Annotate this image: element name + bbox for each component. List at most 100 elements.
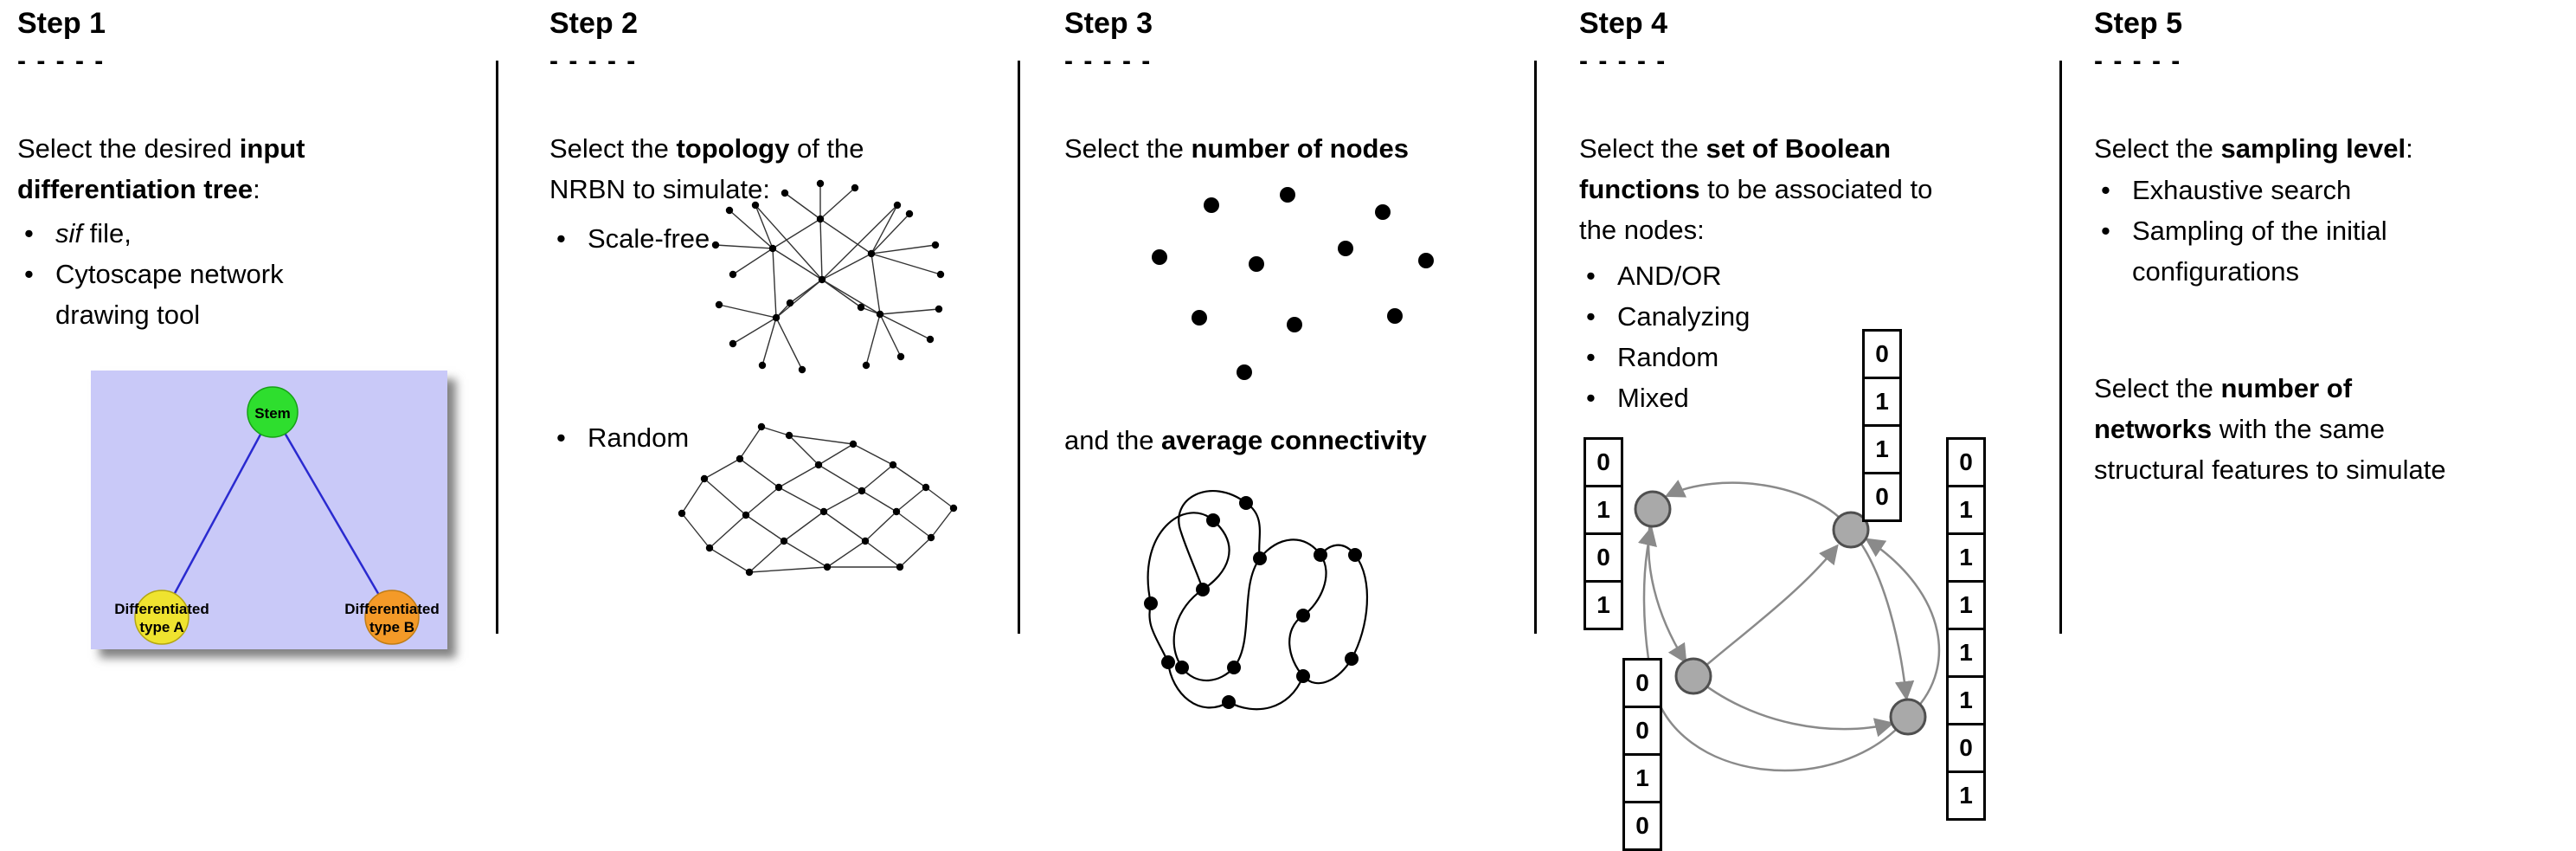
text-segment: number of nodes — [1191, 133, 1409, 164]
network-node — [705, 544, 714, 552]
truth-table-cell: 1 — [1946, 628, 1986, 678]
network-node — [816, 179, 825, 188]
network-edge — [861, 490, 897, 513]
network-node — [814, 461, 823, 469]
network-node — [678, 509, 686, 518]
network-edge — [715, 244, 774, 249]
network-edge — [823, 490, 863, 513]
text-segment: Exhaustive search — [2132, 175, 2352, 205]
text-segment: Select the — [2094, 133, 2221, 164]
truth-table-cell: 0 — [1946, 723, 1986, 773]
truth-table-cell: 0 — [1622, 706, 1662, 756]
network-node — [818, 275, 826, 284]
network-node — [1144, 596, 1158, 610]
column-divider — [496, 61, 498, 634]
bullet-marker: • — [556, 422, 566, 453]
text-segment: Select the — [2094, 373, 2221, 403]
network-edge — [870, 213, 910, 255]
network-edge — [745, 514, 785, 542]
step-2-title: Step 2 — [549, 7, 639, 40]
network-edge — [819, 187, 856, 220]
graph-edge — [1693, 544, 1839, 677]
step-4-lead: Select the set of Boolean functions to b… — [1579, 128, 2055, 250]
bullet-text: Sampling of the initial configurations — [2132, 210, 2387, 292]
text-segment: input differentiation tree — [17, 133, 305, 204]
bullet-marker: • — [1586, 342, 1596, 372]
network-node — [774, 483, 783, 492]
network-edge — [718, 304, 777, 319]
network-node — [1192, 310, 1207, 326]
bullet-marker: • — [2101, 216, 2110, 246]
network-node — [927, 533, 935, 542]
network-node — [1161, 655, 1175, 669]
network-edge — [775, 279, 823, 319]
text-segment: Random — [1617, 342, 1719, 372]
network-edge — [896, 511, 932, 538]
network-edge — [761, 426, 790, 436]
bullet-item: • AND/OR — [1579, 255, 1856, 296]
text-segment: Select the — [1579, 133, 1706, 164]
bullet-marker: • — [1586, 261, 1596, 291]
text-segment: AND/OR — [1617, 261, 1722, 291]
step-5-bullets: • Exhaustive search • Sampling of the in… — [2094, 170, 2566, 292]
network-node — [1387, 308, 1403, 324]
network-node — [786, 299, 794, 307]
truth-table-cell: 1 — [1862, 377, 1902, 427]
truth-table-cell: 1 — [1584, 485, 1623, 535]
network-node — [781, 189, 789, 197]
network-edge — [703, 458, 741, 480]
network-node — [819, 507, 828, 516]
network-node — [949, 504, 958, 513]
truth-table-cell: 1 — [1862, 424, 1902, 474]
network-node — [849, 440, 858, 448]
text-segment: topology — [676, 133, 790, 164]
step-1-title: Step 1 — [17, 7, 106, 40]
step-1-bullets: • sif file, • Cytoscape network drawing … — [17, 213, 485, 335]
network-node — [1314, 548, 1327, 562]
network-node — [1287, 317, 1302, 332]
graph-node — [1832, 511, 1870, 549]
network-edge — [783, 540, 828, 568]
text-segment: average connectivity — [1161, 425, 1427, 455]
network-node — [758, 361, 767, 370]
nodes-scatter-figure — [1152, 187, 1434, 380]
step-2-lead: Select the topology of the NRBN to simul… — [549, 128, 1017, 210]
step-1-dashes: - - - - - — [17, 47, 106, 75]
network-node — [1204, 197, 1219, 213]
bullet-text: Random — [1617, 337, 1718, 377]
network-edge — [818, 443, 854, 466]
step-4-bullets: • AND/OR • Canalyzing • Random • Mixed — [1579, 255, 1856, 418]
scale-free-network-figure — [711, 179, 945, 374]
differentiation-tree-figure: Stem Differentiated type A Differentiate… — [91, 371, 447, 649]
bullet-item: • Sampling of the initial configurations — [2094, 210, 2566, 292]
text-segment: sampling level — [2220, 133, 2406, 164]
step-3-dashes: - - - - - — [1064, 47, 1153, 75]
bullet-marker: • — [2101, 175, 2110, 205]
network-node — [1418, 253, 1434, 268]
network-node — [798, 365, 806, 374]
network-edge — [761, 317, 777, 366]
step-4-dashes: - - - - - — [1579, 47, 1667, 75]
network-edge — [819, 218, 872, 255]
network-node — [857, 303, 865, 312]
truth-table-cell: 1 — [1946, 580, 1986, 630]
network-edge — [739, 426, 762, 460]
bullet-text: Scale-free — [588, 218, 710, 259]
step-5-dashes: - - - - - — [2094, 47, 2182, 75]
network-edge — [783, 511, 825, 542]
step-2-bullet-scale-free: • Scale-free — [549, 218, 809, 259]
network-edge — [778, 487, 825, 513]
bullet-text: Exhaustive search — [2132, 170, 2351, 210]
bullet-item: • Cytoscape network drawing tool — [17, 254, 485, 335]
network-node — [729, 339, 737, 348]
network-edge — [703, 478, 747, 516]
step-3-title: Step 3 — [1064, 7, 1153, 40]
network-edge — [778, 464, 819, 488]
text-segment: set of Boolean functions — [1579, 133, 1892, 204]
network-node — [936, 270, 945, 279]
step-3-lead: Select the number of nodes — [1064, 128, 1532, 169]
network-edge — [865, 313, 881, 366]
